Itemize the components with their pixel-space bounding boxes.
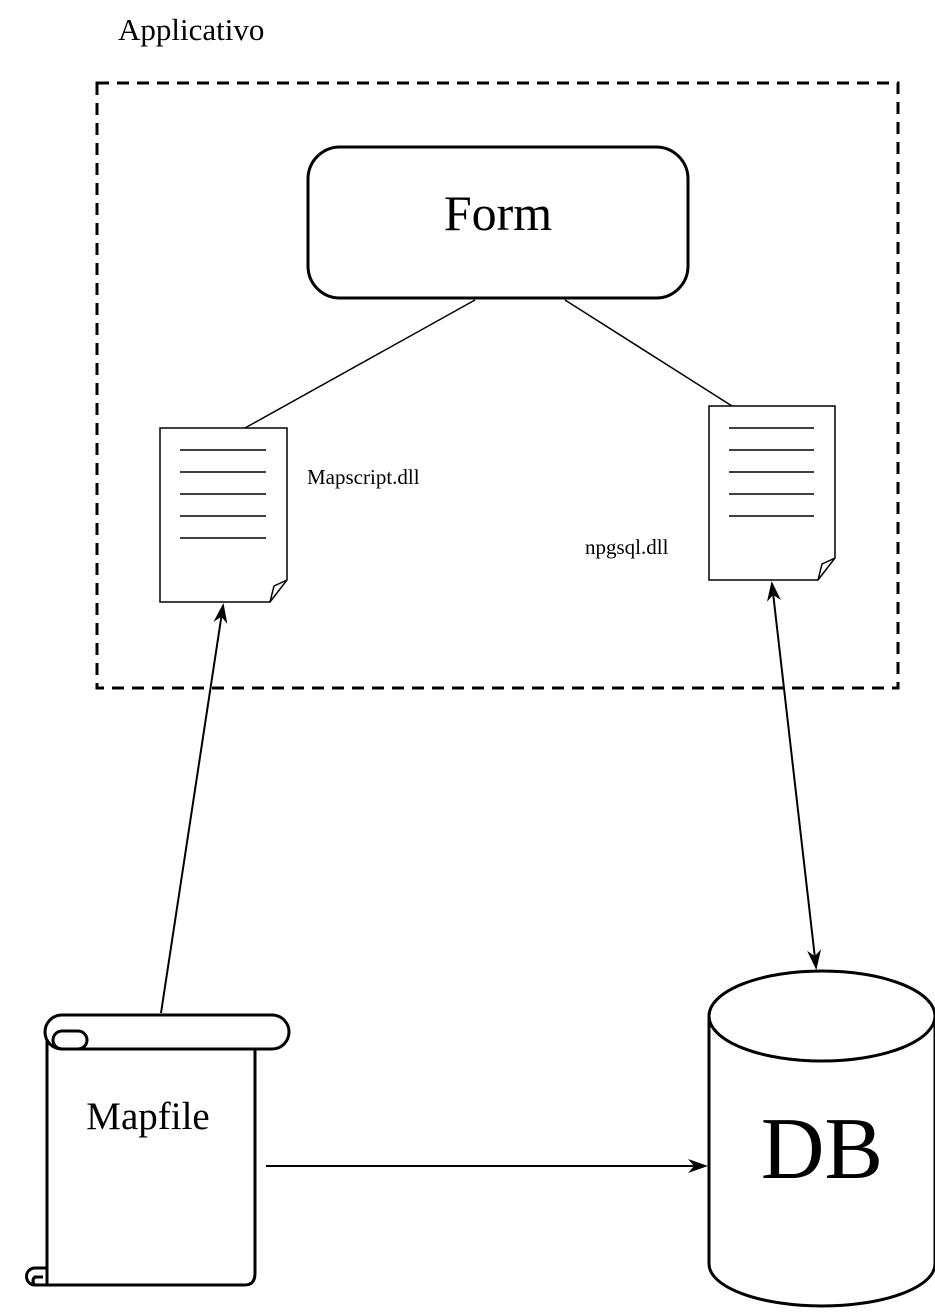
form-to-mapscript-connector <box>244 299 476 429</box>
npgsql-label: npgsql.dll <box>585 535 669 559</box>
npgsql-db-bidirectional-arrow <box>766 581 822 970</box>
mapfile-to-mapscript-arrow <box>160 603 228 1014</box>
database-cylinder-shape <box>707 969 935 1308</box>
group-label: Applicativo <box>118 12 264 47</box>
mapscript-document-icon <box>159 427 288 603</box>
application-boundary <box>95 81 900 690</box>
db-label: DB <box>761 1101 883 1198</box>
mapfile-scroll-shape <box>25 1013 291 1287</box>
form-label: Form <box>444 185 552 241</box>
npgsql-document-icon <box>708 405 836 581</box>
form-to-npgsql-connector <box>564 299 733 407</box>
form-node <box>306 145 690 300</box>
mapfile-label: Mapfile <box>86 1095 209 1138</box>
mapscript-label: Mapscript.dll <box>307 465 420 489</box>
